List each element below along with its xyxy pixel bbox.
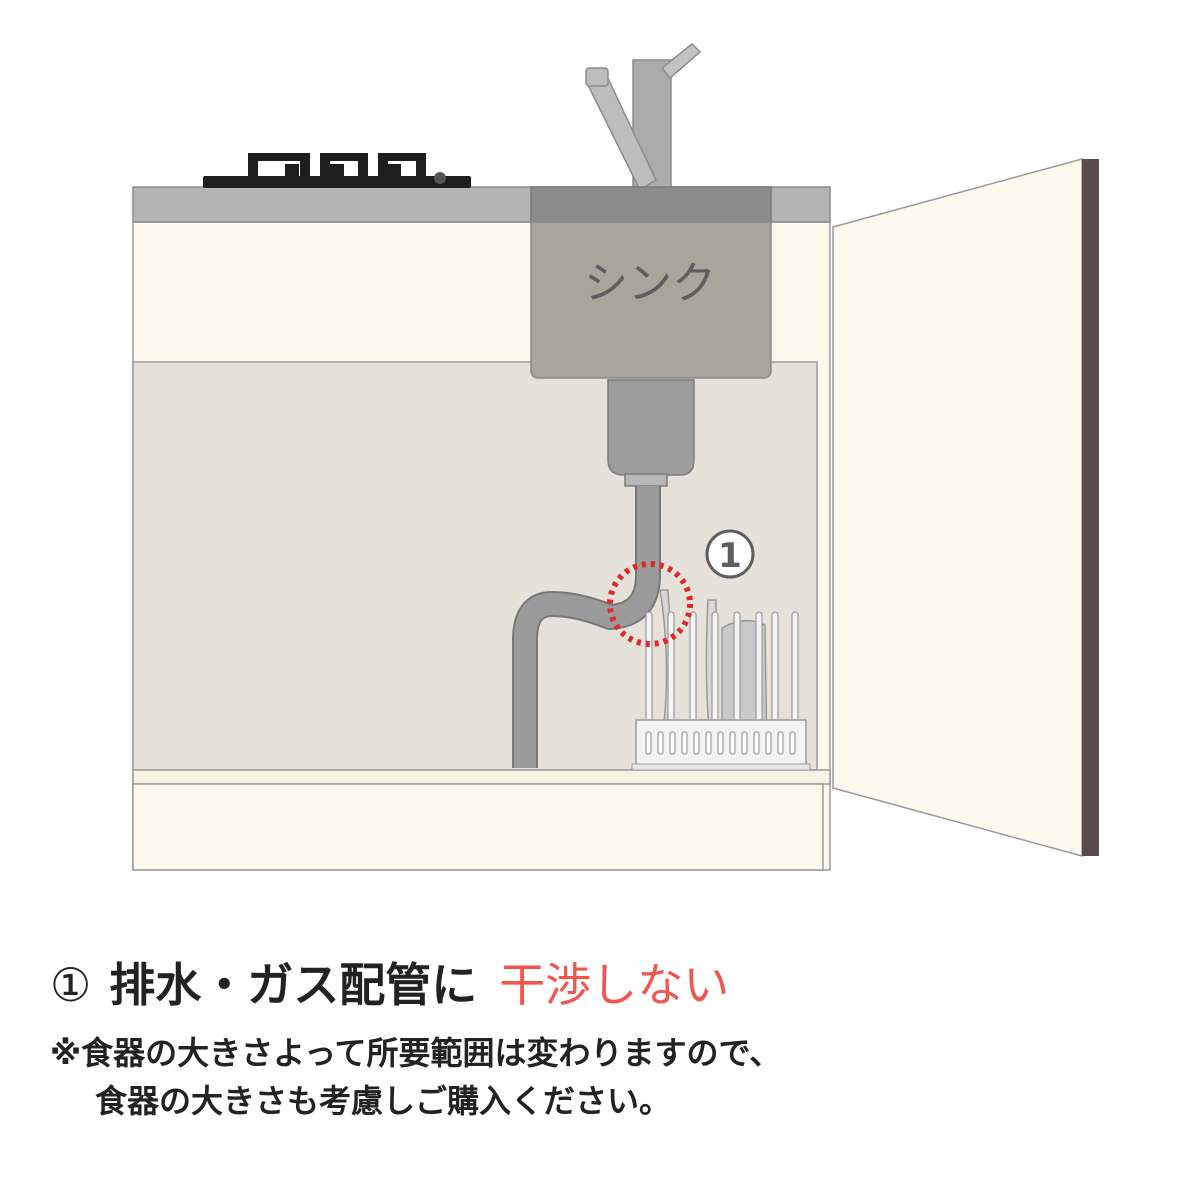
cabinet-door-edge [1082, 159, 1099, 856]
faucet-icon [585, 42, 702, 192]
caption-main-line: ① 排水・ガス配管に干渉しない [50, 955, 1170, 1015]
cabinet-base [132, 769, 831, 785]
gas-stove-icon [203, 153, 471, 188]
kitchen-cabinet-diagram: シンク [132, 42, 1099, 871]
caption-note-line-2: 食器の大きさも考慮しご購入ください。 [95, 1082, 672, 1120]
sink-basin [530, 221, 772, 379]
drain-trap [607, 379, 695, 476]
caption-number: ① [50, 958, 92, 1012]
caption-note-line-1: ※食器の大きさよって所要範囲は変わりますので、 [50, 1034, 782, 1072]
cabinet-interior [132, 361, 818, 771]
cabinet-door [832, 158, 1083, 857]
sink-rim [530, 186, 772, 223]
dish-rack-icon [631, 589, 811, 771]
drain-collar [624, 473, 668, 487]
caption-main-text: 排水・ガス配管に [109, 958, 478, 1012]
caption-accent-text: 干渉しない [499, 958, 730, 1012]
caption-block: ① 排水・ガス配管に干渉しない ※食器の大きさよって所要範囲は変わりますので、 食… [50, 955, 1170, 1125]
callout-1-badge: 1 [705, 529, 755, 579]
cabinet-plinth [132, 783, 824, 871]
sink-label: シンク [584, 258, 716, 309]
interference-highlight-circle [607, 561, 693, 647]
callout-1-number: 1 [718, 536, 742, 576]
